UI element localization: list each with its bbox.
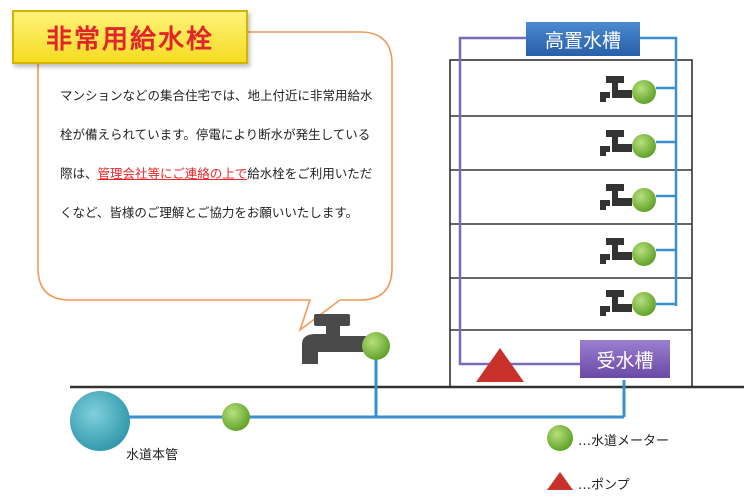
floor-faucet [600, 290, 632, 316]
supply-pipe [100, 346, 626, 419]
floor-faucet [600, 76, 632, 102]
floor-faucet [600, 184, 632, 210]
supply-meter [222, 403, 250, 431]
legend-pump-label: …ポンプ [578, 478, 630, 493]
notice-text: マンションなどの集合住宅では、地上付近に非常用給水栓が備えられています。停電によ… [60, 76, 378, 232]
legend-meter-label: …水道メーター [578, 434, 670, 449]
building [449, 59, 693, 388]
main-pipe-label: 水道本管 [126, 448, 179, 463]
legend-meter-icon [547, 425, 573, 451]
emergency-faucet-icon [302, 314, 366, 364]
notice-text-part1: マンションなどの集合住宅では、地上付近に非常用給水栓が備えられています。停電によ… [60, 88, 373, 181]
page-title: 非常用給水栓 [12, 10, 248, 64]
floor-meter [632, 292, 656, 316]
distribution-pipe [640, 36, 678, 306]
main-pipe-icon [70, 391, 130, 451]
pump-icon [476, 348, 524, 382]
notice-text-part2: 給水栓をご利用いただくなど、皆様のご理解とご協力をお願いいたします。 [60, 166, 373, 220]
riser-pipe [458, 36, 580, 366]
floor-faucet [600, 238, 632, 264]
emergency-meter [362, 332, 390, 360]
floor-meter [632, 80, 656, 104]
floor-meter [632, 134, 656, 158]
legend-pump-icon [547, 472, 573, 490]
high-tank-box [526, 22, 640, 56]
floor-meter [632, 242, 656, 266]
receiving-tank-label: 受水槽 [596, 349, 654, 372]
high-tank-label: 高置水槽 [544, 29, 621, 52]
notice-highlight-link[interactable]: 管理会社等にご連絡の上で [97, 166, 248, 181]
floor-faucet [600, 130, 632, 156]
floor-meter [632, 188, 656, 212]
receiving-tank-box [580, 340, 670, 378]
